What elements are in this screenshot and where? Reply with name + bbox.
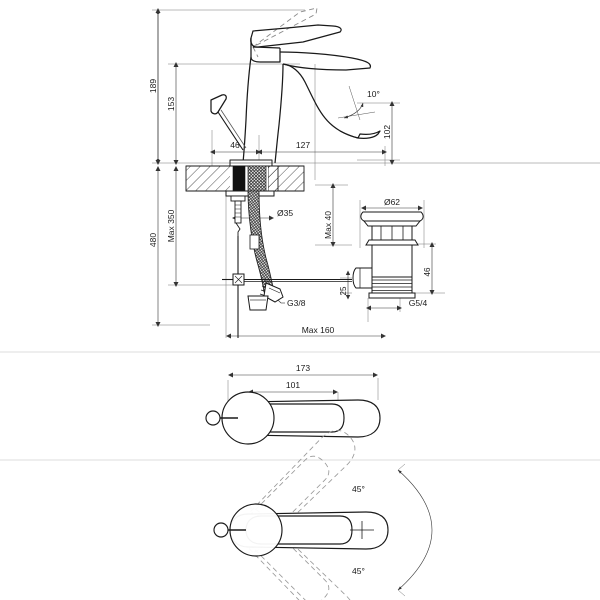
dim-label-45-upper: 45°	[352, 484, 365, 494]
dim-d62: Ø62	[361, 197, 423, 211]
dim-max40: Max 40	[323, 183, 336, 247]
dim-angle-10: 10°	[337, 85, 380, 121]
drain-bottom-lip	[368, 292, 416, 299]
spout-upper	[279, 51, 372, 71]
dim-label-angle-10: 10°	[367, 89, 380, 99]
dim-label-46-width: 46	[230, 140, 240, 150]
drain-stopper-cap	[360, 211, 424, 222]
faucet-body	[210, 7, 381, 167]
dim-label-102: 102	[382, 125, 392, 139]
hose-through-hole	[247, 165, 267, 192]
dim-max350: Max 350	[166, 166, 179, 287]
drain-flange	[365, 239, 419, 246]
drain-side-branch	[352, 267, 373, 289]
threaded-stud	[234, 200, 242, 224]
dim-label-d62: Ø62	[384, 197, 400, 207]
dim-153: 153	[166, 62, 179, 165]
dim-label-g38: G3/8	[287, 298, 306, 308]
swivel-plan-view: 45° 45°	[213, 430, 433, 600]
lever-ghost-open	[252, 7, 318, 58]
hose-clip	[249, 234, 260, 250]
hose-lower-nut	[247, 295, 269, 311]
cartridge-cap	[250, 38, 281, 63]
swivel-centre-mark-top	[350, 521, 374, 539]
body-right-inner	[274, 63, 284, 164]
dim-label-153: 153	[166, 97, 176, 111]
dim-102: 102	[382, 101, 395, 165]
dim-label-189: 189	[148, 79, 158, 93]
dim-127: 127	[257, 140, 387, 155]
dim-label-max160: Max 160	[302, 325, 335, 335]
dim-480: 480	[148, 166, 161, 327]
mounting-nut	[230, 195, 246, 202]
dim-label-101: 101	[286, 380, 300, 390]
popup-pull-rod	[210, 94, 247, 151]
dim-label-g54: G5/4	[409, 298, 428, 308]
plan-outline	[205, 391, 381, 445]
swivel-angle-dims: 45° 45°	[352, 463, 433, 597]
lever-handle	[250, 24, 342, 48]
plan-popup-knob	[205, 410, 221, 426]
under-counter-assembly	[222, 165, 352, 338]
swivel-popup-knob	[213, 522, 229, 538]
dim-max160: Max 160	[226, 325, 386, 339]
dim-label-45-lower: 45°	[352, 566, 365, 576]
dim-label-max350: Max 350	[166, 209, 176, 242]
dim-189: 189	[148, 8, 161, 165]
popup-rod-assembly	[222, 236, 352, 338]
dim-label-d35: Ø35	[277, 208, 293, 218]
stud-tip	[235, 222, 241, 236]
faucet-shank	[232, 165, 246, 192]
drain-cap-under	[362, 220, 422, 227]
dim-25: 25	[339, 270, 351, 300]
dim-label-127: 127	[296, 140, 310, 150]
body-right-outline	[282, 63, 359, 139]
hose-end-fitting	[259, 282, 284, 303]
top-plan-view: 173 101	[205, 363, 381, 445]
swivel-plan-outline	[213, 503, 389, 557]
aerator-nose	[357, 130, 381, 139]
elevation-view: 189 153 480 Max 350 102	[148, 7, 600, 339]
drain-body	[371, 244, 413, 278]
stud-threads	[235, 204, 241, 218]
dim-46-drain: 46	[423, 242, 435, 295]
dim-label-max40: Max 40	[323, 211, 333, 239]
popup-waste-drain	[352, 211, 424, 299]
dim-label-173: 173	[296, 363, 310, 373]
dim-label-46-drain: 46	[423, 267, 432, 276]
dim-46-width: 46	[210, 140, 261, 155]
dim-101: 101	[248, 380, 338, 395]
dim-173: 173	[228, 363, 378, 378]
leader-g54: G5/4	[366, 298, 427, 311]
body-left-outline	[242, 56, 252, 164]
dim-label-480: 480	[148, 233, 158, 247]
dim-label-25: 25	[339, 286, 348, 295]
